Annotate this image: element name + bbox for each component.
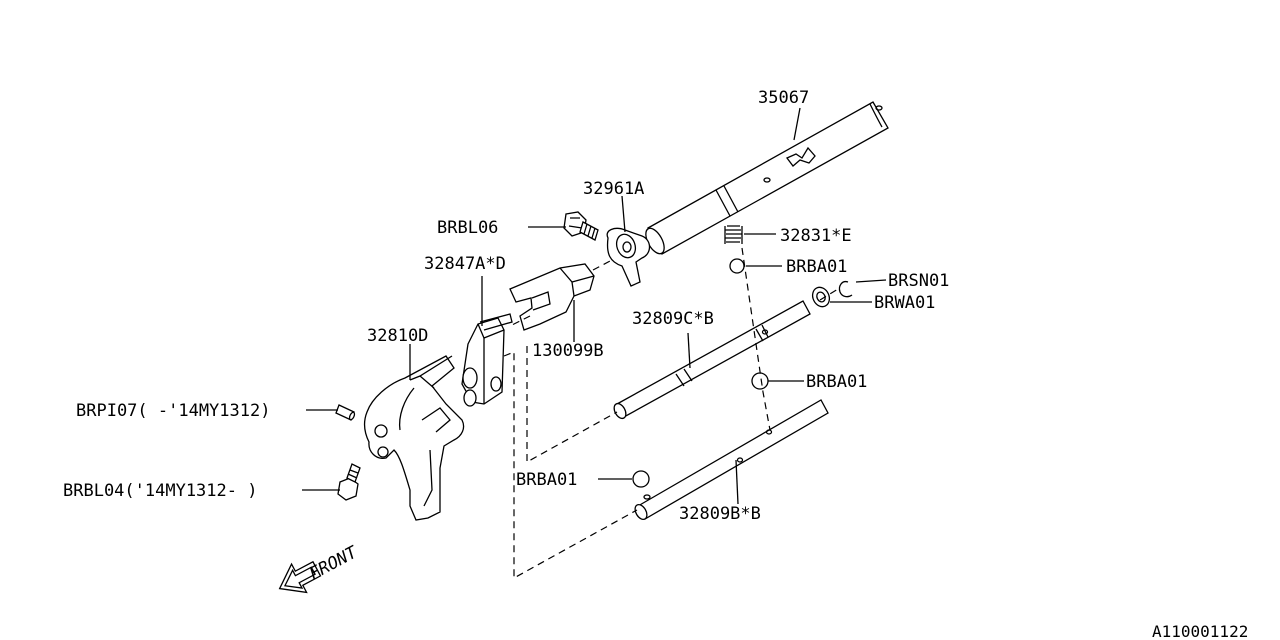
label-32961a: 32961A — [583, 179, 644, 199]
label-32831e: 32831*E — [780, 226, 852, 246]
pin-brpi07 — [335, 404, 356, 421]
label-brpi07: BRPI07( -'14MY1312) — [76, 401, 270, 421]
label-130099b: 130099B — [532, 341, 604, 361]
rod-32809bb — [634, 399, 829, 521]
label-32810d: 32810D — [367, 326, 428, 346]
ball-brba01-top — [729, 258, 745, 274]
rod-32809cb — [613, 300, 811, 420]
front-label: FRONT — [306, 542, 362, 585]
interlock-32847ad — [509, 263, 595, 331]
washer-brwa01 — [811, 286, 831, 308]
dashed-guide-lines — [503, 247, 839, 580]
bracket-130099b — [461, 313, 513, 407]
arm-32961a — [606, 227, 651, 287]
shaft-35067 — [645, 101, 889, 255]
part-labels: 35067 32961A BRBL06 32831*E 32847A*D BRB… — [63, 88, 1248, 640]
ball-brba01-low — [632, 470, 650, 488]
front-arrow — [278, 560, 322, 594]
spring-32831e — [724, 225, 743, 244]
label-32809bb: 32809B*B — [679, 504, 761, 524]
label-brba01-low: BRBA01 — [516, 470, 577, 490]
bolt-brbl06 — [563, 211, 599, 241]
label-brbl06: BRBL06 — [437, 218, 498, 238]
ball-brba01-mid — [751, 372, 769, 390]
label-brwa01: BRWA01 — [874, 293, 935, 313]
label-brsn01: BRSN01 — [888, 271, 949, 291]
snap-ring-brsn01 — [838, 280, 853, 298]
bolt-brbl04 — [337, 463, 361, 501]
label-32847ad: 32847A*D — [424, 254, 506, 274]
shift-fork-32810d — [363, 355, 465, 521]
label-brba01-mid: BRBA01 — [806, 372, 867, 392]
label-32809cb: 32809C*B — [632, 309, 714, 329]
diagram-code: A110001122 — [1152, 622, 1248, 640]
label-35067: 35067 — [758, 88, 809, 108]
label-brbl04: BRBL04('14MY1312- ) — [63, 481, 257, 501]
leader-lines — [302, 107, 887, 505]
label-brba01-top: BRBA01 — [786, 257, 847, 277]
